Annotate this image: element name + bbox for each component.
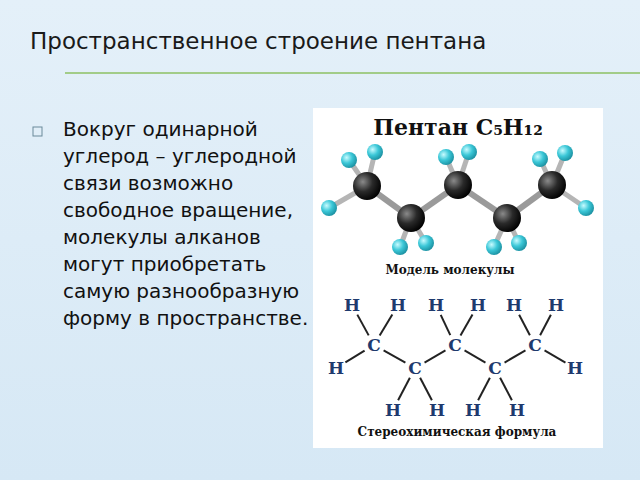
- caption-text: Стереохимическая формула: [358, 425, 557, 439]
- hydrogen-ball: [367, 144, 383, 160]
- atom-symbol: H: [385, 400, 401, 420]
- hydrogen-ball: [438, 149, 454, 165]
- carbon-ball: [397, 204, 425, 232]
- hydrogen-ball: [341, 152, 357, 168]
- picture-heading: Пентан C₅H₁₂: [373, 114, 543, 140]
- carbon-ball: [493, 204, 521, 232]
- bond-line: [545, 350, 566, 362]
- atom-symbol: H: [567, 358, 583, 378]
- hydrogen-ball: [511, 235, 527, 251]
- bullet-mark: [33, 127, 42, 136]
- bullet-text: Вокруг одинарной углерод – углеродной св…: [63, 116, 313, 332]
- formula-bonds: [345, 314, 565, 400]
- atom-symbol: H: [390, 295, 406, 315]
- hydrogen-ball: [461, 144, 477, 160]
- caption-text: Модель молекулы: [385, 263, 514, 277]
- hydrogen-ball: [557, 145, 573, 161]
- bond-line: [398, 378, 410, 401]
- bond-line: [345, 351, 364, 363]
- atom-symbol: H: [470, 295, 486, 315]
- atom-symbol: C: [448, 335, 462, 355]
- molecule-model: [321, 144, 594, 255]
- bond-line: [384, 350, 406, 362]
- hydrogen-ball: [321, 200, 337, 216]
- bond-line: [441, 315, 451, 335]
- atom-symbol: H: [344, 295, 360, 315]
- atom-symbol: H: [428, 295, 444, 315]
- atom-symbol: C: [528, 335, 542, 355]
- atom-symbol: H: [429, 400, 445, 420]
- hydrogen-ball: [486, 239, 502, 255]
- hydrogen-ball: [578, 200, 594, 216]
- atom-symbol: H: [506, 295, 522, 315]
- bond-line: [425, 350, 446, 362]
- bond-line: [357, 315, 368, 336]
- hydrogen-ball: [392, 239, 408, 255]
- bond-line: [420, 378, 432, 401]
- bond-line: [505, 350, 526, 362]
- atom-symbol: H: [328, 358, 344, 378]
- bond-line: [478, 378, 490, 401]
- picture-panel: [313, 108, 603, 448]
- atom-symbol: H: [548, 295, 564, 315]
- title-rule: [65, 72, 640, 74]
- atom-symbol: H: [509, 400, 525, 420]
- bond-line: [519, 315, 530, 336]
- bond-line: [465, 350, 486, 362]
- hydrogen-ball: [418, 235, 434, 251]
- atom-symbol: C: [488, 358, 502, 378]
- hydrogen-ball: [532, 151, 548, 167]
- bond-line: [540, 315, 551, 336]
- bond-line: [380, 314, 393, 335]
- atom-symbol: C: [408, 358, 422, 378]
- carbon-ball: [444, 171, 472, 199]
- bond-line: [500, 378, 512, 401]
- carbon-ball: [353, 172, 381, 200]
- bond-line: [460, 315, 472, 336]
- atom-symbol: C: [367, 335, 381, 355]
- atom-symbol: H: [465, 400, 481, 420]
- carbon-ball: [538, 171, 566, 199]
- slide-title: Пространственное строение пентана: [30, 28, 486, 54]
